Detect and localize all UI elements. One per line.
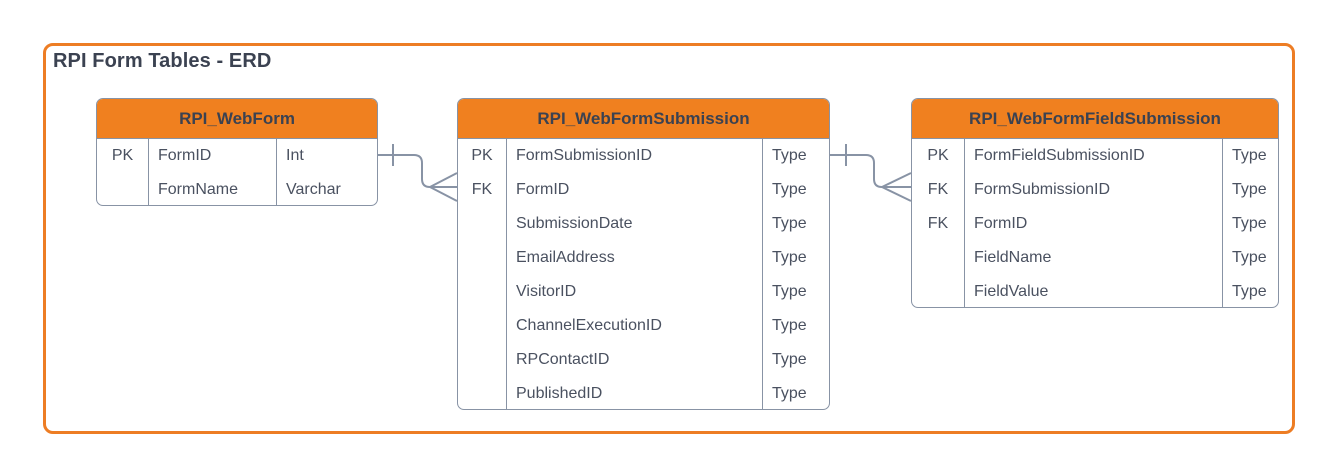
attribute-row[interactable]: PK FormSubmissionID Type — [458, 139, 829, 173]
attribute-key — [458, 377, 507, 409]
attribute-type: Type — [772, 351, 807, 368]
attribute-key: FK — [458, 173, 507, 207]
attribute-row[interactable]: PK FormID Int — [97, 139, 377, 173]
attribute-row[interactable]: FK FormSubmissionID Type — [912, 173, 1278, 207]
attribute-row[interactable]: PublishedID Type — [458, 377, 829, 409]
attribute-name: SubmissionDate — [506, 207, 763, 241]
attribute-type: Type — [1232, 283, 1267, 300]
attribute-key: PK — [97, 139, 149, 173]
entity-table-rpi-webform[interactable]: RPI_WebForm PK FormID Int FormName Varch… — [96, 98, 378, 206]
entity-attribute-list: PK FormID Int FormName Varchar — [97, 139, 377, 205]
attribute-type: Type — [772, 181, 807, 198]
attribute-type: Type — [772, 317, 807, 334]
attribute-key: FK — [912, 207, 965, 241]
attribute-name: FormID — [964, 207, 1223, 241]
entity-table-rpi-webformsubmission[interactable]: RPI_WebFormSubmission PK FormSubmissionI… — [457, 98, 830, 410]
attribute-type: Type — [1232, 147, 1267, 164]
attribute-row[interactable]: FormName Varchar — [97, 173, 377, 205]
attribute-row[interactable]: FieldValue Type — [912, 275, 1278, 307]
attribute-row[interactable]: ChannelExecutionID Type — [458, 309, 829, 343]
attribute-row[interactable]: SubmissionDate Type — [458, 207, 829, 241]
entity-attribute-list: PK FormFieldSubmissionID Type FK FormSub… — [912, 139, 1278, 307]
attribute-type: Type — [1232, 181, 1267, 198]
attribute-name: VisitorID — [506, 275, 763, 309]
entity-table-rpi-webformfieldsubmission[interactable]: RPI_WebFormFieldSubmission PK FormFieldS… — [911, 98, 1279, 308]
entity-attribute-list: PK FormSubmissionID Type FK FormID Type … — [458, 139, 829, 409]
attribute-key — [458, 343, 507, 377]
attribute-key — [97, 173, 149, 205]
attribute-name: FormID — [506, 173, 763, 207]
entity-header: RPI_WebFormSubmission — [458, 99, 829, 139]
attribute-key — [912, 275, 965, 307]
attribute-row[interactable]: VisitorID Type — [458, 275, 829, 309]
attribute-key: PK — [912, 139, 965, 173]
attribute-name: FormName — [148, 173, 277, 205]
attribute-name: FieldName — [964, 241, 1223, 275]
attribute-key: FK — [912, 173, 965, 207]
attribute-key — [458, 309, 507, 343]
attribute-type: Type — [772, 147, 807, 164]
attribute-type: Type — [772, 249, 807, 266]
attribute-name: RPContactID — [506, 343, 763, 377]
attribute-row[interactable]: PK FormFieldSubmissionID Type — [912, 139, 1278, 173]
attribute-key — [458, 241, 507, 275]
attribute-key — [458, 275, 507, 309]
attribute-name: PublishedID — [506, 377, 763, 409]
attribute-type: Type — [1232, 249, 1267, 266]
attribute-key — [912, 241, 965, 275]
attribute-type: Type — [772, 283, 807, 300]
attribute-name: ChannelExecutionID — [506, 309, 763, 343]
attribute-row[interactable]: RPContactID Type — [458, 343, 829, 377]
attribute-name: FieldValue — [964, 275, 1223, 307]
attribute-name: FormSubmissionID — [964, 173, 1223, 207]
attribute-row[interactable]: FieldName Type — [912, 241, 1278, 275]
attribute-type: Int — [286, 147, 304, 164]
entity-header: RPI_WebFormFieldSubmission — [912, 99, 1278, 139]
attribute-name: FormFieldSubmissionID — [964, 139, 1223, 173]
attribute-key: PK — [458, 139, 507, 173]
attribute-type: Type — [1232, 215, 1267, 232]
attribute-name: FormID — [148, 139, 277, 173]
entity-header: RPI_WebForm — [97, 99, 377, 139]
attribute-key — [458, 207, 507, 241]
attribute-row[interactable]: FK FormID Type — [912, 207, 1278, 241]
attribute-row[interactable]: EmailAddress Type — [458, 241, 829, 275]
attribute-name: EmailAddress — [506, 241, 763, 275]
attribute-type: Varchar — [286, 181, 341, 198]
attribute-type: Type — [772, 215, 807, 232]
attribute-name: FormSubmissionID — [506, 139, 763, 173]
attribute-row[interactable]: FK FormID Type — [458, 173, 829, 207]
page-title: RPI Form Tables - ERD — [53, 50, 272, 72]
attribute-type: Type — [772, 385, 807, 402]
